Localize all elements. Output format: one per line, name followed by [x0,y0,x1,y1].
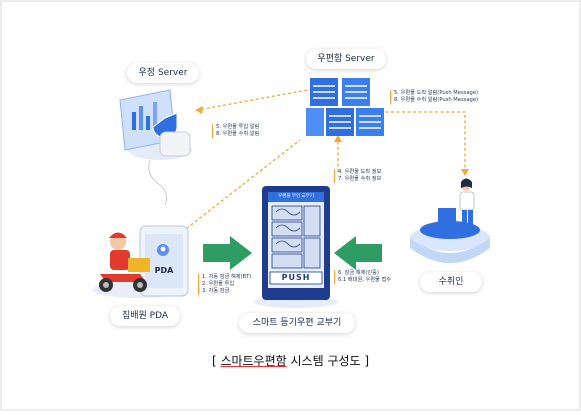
note-pda-to-kiosk: 1. 자동 잠금 해제(BT) 2. 우편물 투입 3. 자동 잠금 [198,274,251,295]
note-line: 6.1 배대원, 우편물 접수 [338,277,392,283]
note-line: 3. 자동 잠금 [202,288,230,294]
arrowhead-recipient [461,169,469,176]
post-server-label: 우정 Server [127,63,199,83]
caption-close-bracket: ] [360,354,370,368]
note-line: 1. 자동 잠금 해제(BT) [202,274,252,280]
caption-title-rest: 시스템 구성도 [286,354,361,368]
note-line: 5. 우편물 도착 알림(Push Message) [394,90,479,96]
note-line: 4. 우편물 도착 정보 [338,169,382,175]
note-mailbox-to-post: 5. 우편물 투입 알림 8. 우편물 수취 알림 [212,124,259,138]
caption-title-underlined: 스마트우편함 [220,354,287,368]
kiosk-illustration [254,186,338,308]
link-pda-mailbox [181,139,301,233]
note-line: 8. 우편물 수취 알림 [216,131,260,137]
recipient-illustration [410,178,490,263]
kiosk-header-label: 우편물 무인 교부기 [278,194,314,199]
note-kiosk-to-mailbox: 4. 우편물 도착 정보 7. 우편물 수취 정보 [334,169,381,183]
link-mailbox-post [197,87,319,111]
note-line: 6. 잠금 해제(인증) [338,270,379,276]
note-mailbox-to-recipient: 5. 우편물 도착 알림(Push Message) 8. 우편물 수취 알림(… [390,90,478,104]
kiosk-push-label: PUSH [281,273,311,282]
note-line: 2. 우편물 투입 [202,281,235,287]
pda-screen-label: PDA [154,266,174,275]
arrowhead-mailbox [334,135,342,142]
courier-pda-label: 집배원 PDA [110,306,180,326]
note-line: 8. 우편물 수취 알림(Push Message) [394,97,479,103]
kiosk-label: 스마트 등기우편 교부기 [239,313,355,333]
mailbox-server-cubes [306,78,384,136]
arrow-pda-to-kiosk [203,236,252,270]
arrow-recipient-to-kiosk [334,236,382,270]
link-mailbox-recipient [380,111,466,170]
note-recipient-to-kiosk: 6. 잠금 해제(인증) 6.1 배대원, 우편물 접수 [334,270,391,284]
note-line: 5. 우편물 투입 알림 [216,124,260,130]
mailbox-server-label: 우편함 Server [306,49,386,69]
arrowhead-post [195,106,203,114]
post-server-illustration [119,89,192,206]
note-line: 7. 우편물 수취 정보 [338,176,382,182]
dashed-connectors [181,87,466,233]
caption-open-bracket: [ [211,354,221,368]
diagram-caption: [ 스마트우편함 시스템 구성도 ] [0,352,581,369]
recipient-label: 수취인 [420,272,482,292]
courier-pda-illustration [92,225,189,298]
